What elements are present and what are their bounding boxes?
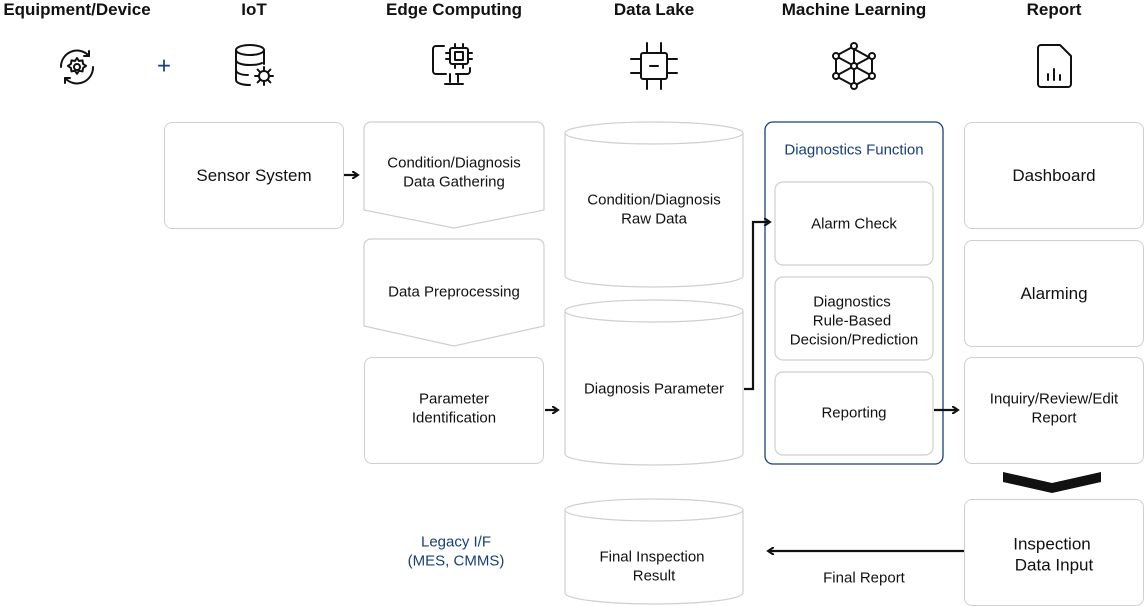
network-icon — [832, 42, 876, 90]
alarm-check-box — [774, 181, 934, 266]
rule-based-label-line2: Rule-Based — [812, 312, 892, 330]
dashboard-label: Dashboard — [1012, 166, 1096, 185]
header-iot: IoT — [241, 0, 267, 19]
raw-data-cylinder — [564, 121, 744, 288]
header-edge-computing: Edge Computing — [386, 0, 522, 19]
plus-sign: + — [156, 52, 172, 80]
gathering-shape — [363, 121, 545, 229]
final-inspection-label-line1: Final Inspection — [599, 548, 705, 566]
inspection-label-line2: Data Input — [1014, 555, 1094, 575]
database-gear-icon — [235, 44, 274, 86]
alarm-check-label: Alarm Check — [811, 215, 897, 233]
final-inspection-cylinder — [564, 498, 744, 605]
sensor-system-label: Sensor System — [196, 166, 312, 185]
diagnostics-function-title: Diagnostics Function — [784, 141, 924, 159]
legacy-if-label-line1: Legacy I/F — [420, 533, 492, 551]
parameter-label-line1: Parameter — [418, 390, 490, 408]
preprocessing-label: Data Preprocessing — [388, 283, 520, 301]
report-chart-icon — [1037, 44, 1072, 88]
gathering-label-line2: Data Gathering — [403, 173, 505, 191]
header-machine-learning: Machine Learning — [781, 0, 927, 19]
raw-data-label-line1: Condition/Diagnosis — [587, 191, 721, 209]
reporting-label: Reporting — [821, 404, 887, 422]
rule-based-label-line3: Decision/Prediction — [789, 331, 919, 349]
preprocessing-shape — [363, 238, 545, 347]
alarming-box: Alarming — [964, 240, 1144, 347]
diagnosis-parameter-cylinder — [564, 299, 744, 466]
inquiry-label-line1: Inquiry/Review/Edit — [989, 390, 1119, 408]
diagnosis-parameter-label: Diagnosis Parameter — [583, 380, 725, 398]
dashboard-box: Dashboard — [964, 122, 1144, 229]
parameter-identification-box — [364, 357, 544, 464]
gathering-label-line1: Condition/Diagnosis — [387, 154, 521, 172]
legacy-if-label-line2: (MES, CMMS) — [407, 552, 505, 570]
rule-based-label-line1: Diagnostics — [813, 293, 891, 311]
report-to-inspection-chevron — [1003, 472, 1101, 493]
raw-data-label-line2: Raw Data — [621, 210, 687, 228]
sensor-system-box: Sensor System — [164, 122, 344, 229]
monitor-chip-icon — [432, 43, 473, 85]
header-data-lake: Data Lake — [613, 0, 695, 19]
reporting-box — [774, 371, 934, 456]
alarming-label: Alarming — [1020, 284, 1088, 303]
chip-icon — [630, 42, 678, 90]
arrow-datalake-to-alarm — [744, 222, 770, 391]
inspection-label-line1: Inspection — [1013, 534, 1091, 554]
header-report: Report — [1026, 0, 1082, 19]
parameter-label-line2: Identification — [411, 409, 497, 427]
inquiry-label-line2: Report — [1031, 409, 1077, 427]
inspection-data-input-box — [964, 499, 1144, 606]
final-report-label: Final Report — [823, 569, 905, 587]
final-inspection-label-line2: Result — [632, 567, 676, 585]
rule-based-box — [774, 276, 934, 361]
gear-cycle-icon — [59, 49, 95, 85]
inquiry-review-edit-box — [964, 357, 1144, 464]
header-equipment: Equipment/Device — [3, 0, 151, 19]
